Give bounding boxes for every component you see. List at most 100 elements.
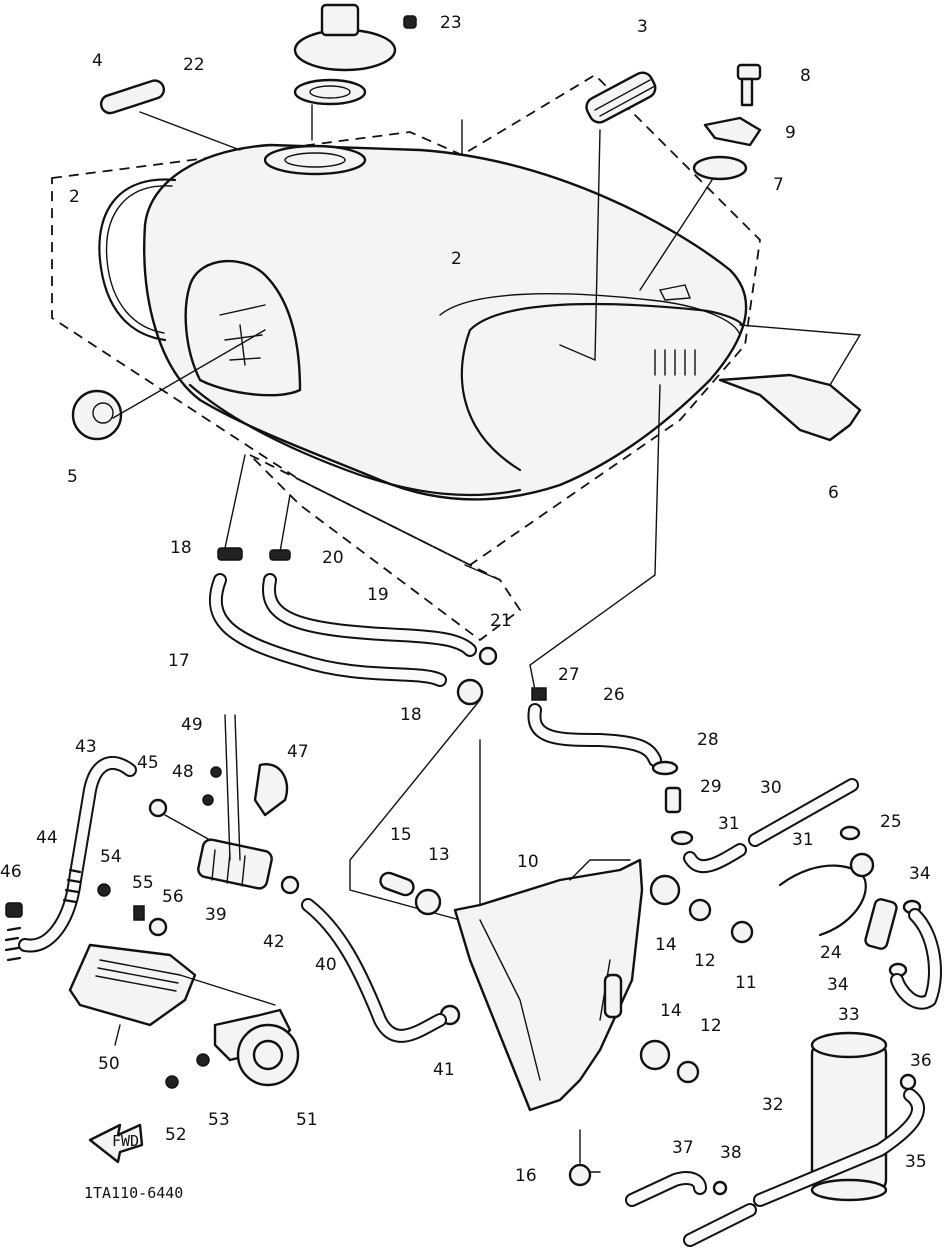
callout-11: 11: [735, 973, 757, 993]
part-16-grommet: [568, 1163, 592, 1187]
callout-15: 15: [390, 825, 412, 845]
part-44-hose-clamp-ribs: [62, 868, 82, 904]
callout-44: 44: [36, 828, 58, 848]
callout-53: 53: [208, 1110, 230, 1130]
part-28-clamp: [651, 760, 679, 776]
callout-51: 51: [296, 1110, 318, 1130]
part-49-nut: [210, 766, 222, 778]
tank-side-seal-left: [98, 178, 177, 342]
tank-side-seal-left-inner: [105, 185, 173, 334]
callout-9: 9: [785, 123, 796, 143]
part-31-hose-short-inner: [685, 845, 745, 872]
callout-38: 38: [720, 1143, 742, 1163]
callout-12-lower: 12: [700, 1016, 722, 1036]
callout-19: 19: [367, 585, 389, 605]
part-35-hose-end-inner: [685, 1205, 755, 1245]
callout-31-right: 31: [792, 830, 814, 850]
part-40-hose-inner: [303, 900, 445, 1041]
tank-emblem-edge: [460, 302, 744, 472]
callout-25: 25: [880, 812, 902, 832]
callout-37: 37: [672, 1138, 694, 1158]
part-39-fuel-filter: [197, 838, 273, 890]
part-14-grommet-lower: [639, 1039, 671, 1071]
callout-56: 56: [162, 887, 184, 907]
part-37-hose-inner: [627, 1173, 705, 1205]
callout-34-top: 34: [909, 864, 931, 884]
callout-45: 45: [137, 753, 159, 773]
part-12-washer-lower: [676, 1060, 700, 1084]
part-13-grommet: [414, 888, 442, 916]
part-17-hose-inner: [210, 575, 445, 685]
part-47-bracket: [253, 763, 289, 817]
part-15-collar: [379, 871, 415, 897]
callout-12-upper: 12: [694, 951, 716, 971]
tank-dashed-outline: [51, 73, 761, 567]
part-45-clamp: [148, 798, 168, 818]
part-31-clamp-right: [839, 825, 861, 841]
callout-8: 8: [800, 66, 811, 86]
callout-18-top: 18: [170, 538, 192, 558]
part-26-hose-inner: [529, 705, 660, 765]
callout-41: 41: [433, 1060, 455, 1080]
callout-28: 28: [697, 730, 719, 750]
part-29-valve: [664, 786, 682, 814]
part-22-cap-gasket: [293, 78, 367, 106]
part-12-washer-upper: [688, 898, 712, 922]
callout-7: 7: [773, 175, 784, 195]
part-32-canister-bottom: [810, 1178, 888, 1202]
part-32-canister-top: [810, 1031, 888, 1059]
callout-36: 36: [910, 1051, 932, 1071]
callout-3: 3: [637, 17, 648, 37]
part-50-leaders: [114, 974, 276, 1046]
part-22-cap-key: [320, 3, 360, 37]
callout-6: 6: [828, 483, 839, 503]
callout-52: 52: [165, 1125, 187, 1145]
callout-42: 42: [263, 932, 285, 952]
callout-10: 10: [517, 852, 539, 872]
callout-labels: 4 22 23 3 8 9 7 2 2 5 6 18 20 19 17 21 1…: [0, 13, 932, 1186]
callout-23: 23: [440, 13, 462, 33]
part-7-washer: [692, 155, 748, 181]
tank-bottom-edge: [188, 383, 522, 497]
part-33-hose-inner: [892, 910, 940, 1008]
fuel-tank: [143, 143, 748, 501]
callout-22: 22: [183, 55, 205, 75]
part-52-screw: [165, 1075, 179, 1089]
callout-48: 48: [172, 762, 194, 782]
callout-18-lower: 18: [400, 705, 422, 725]
callout-27: 27: [558, 665, 580, 685]
part-55-nut: [133, 905, 145, 921]
part-50-cover: [68, 943, 197, 1027]
callout-46: 46: [0, 862, 22, 882]
leader-lines-top: [112, 104, 862, 419]
part-46-clip: [5, 902, 23, 918]
callout-17: 17: [168, 651, 190, 671]
drawing-code: 1TA110-6440: [84, 1184, 183, 1202]
part-44-coil: [4, 926, 22, 962]
part-14-grommet-upper: [649, 874, 681, 906]
part-8-bolt-shank: [740, 77, 754, 107]
part-9-plate: [703, 116, 762, 147]
part-48-bolt: [202, 794, 214, 806]
part-21-clip: [478, 646, 498, 666]
part-19-hose-inner: [264, 575, 475, 655]
callout-55: 55: [132, 873, 154, 893]
callout-14-lower: 14: [660, 1001, 682, 1021]
part-50-cover-ribs: [95, 959, 181, 992]
part-25-bracket: [778, 864, 867, 937]
part-53-nut: [196, 1053, 210, 1067]
hose-group-dashed-outline: [249, 454, 522, 642]
callout-40: 40: [315, 955, 337, 975]
callout-43: 43: [75, 737, 97, 757]
callout-49: 49: [181, 715, 203, 735]
callout-30: 30: [760, 778, 782, 798]
callout-14-upper: 14: [655, 935, 677, 955]
callout-50: 50: [98, 1054, 120, 1074]
callout-35: 35: [905, 1152, 927, 1172]
callout-32: 32: [762, 1095, 784, 1115]
callout-5: 5: [67, 467, 78, 487]
front-arrow-label: FWD: [112, 1132, 139, 1150]
part-22-gasket-hole: [309, 85, 351, 99]
